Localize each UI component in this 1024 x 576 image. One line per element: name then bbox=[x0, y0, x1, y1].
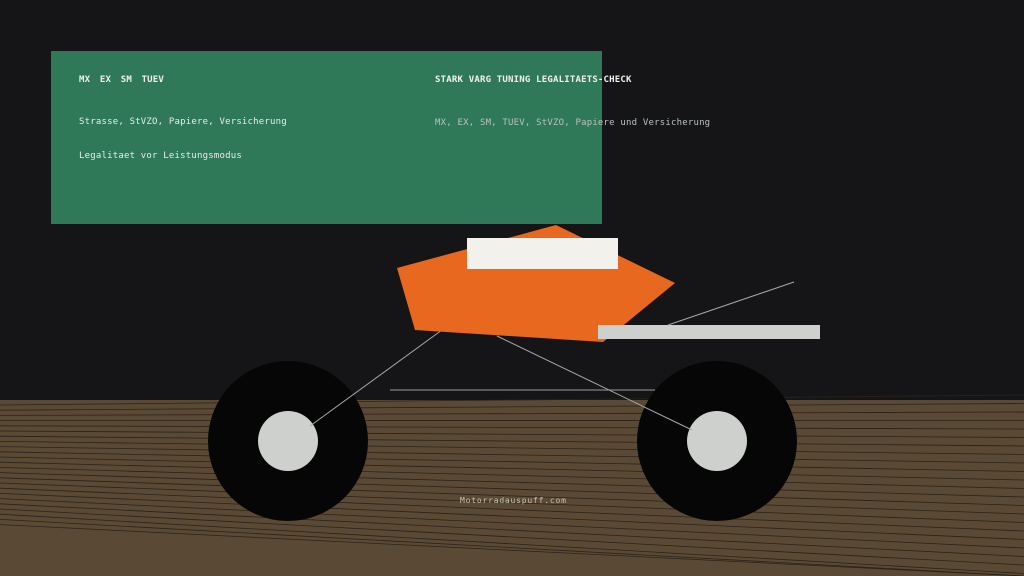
ground-stripe bbox=[0, 403, 1024, 411]
ground-stripe bbox=[0, 461, 1024, 489]
ground-stripe bbox=[0, 477, 1024, 515]
front-hub bbox=[687, 411, 747, 471]
ground-stripe bbox=[0, 513, 1024, 574]
ground-stripe bbox=[0, 467, 1024, 498]
ground-stripe bbox=[0, 435, 1024, 447]
ground-stripe bbox=[0, 519, 1024, 576]
ground-stripe bbox=[0, 451, 1024, 472]
ground-stripe bbox=[0, 411, 1024, 416]
page-title: STARK VARG TUNING LEGALITAETS-CHECK bbox=[435, 75, 632, 85]
page-subtitle: MX, EX, SM, TUEV, StVZO, Papiere und Ver… bbox=[435, 118, 711, 128]
ground-stripe bbox=[0, 482, 1024, 523]
ground-stripe bbox=[0, 503, 1024, 557]
ground-stripe bbox=[0, 524, 1024, 576]
ground-stripe bbox=[0, 446, 1024, 464]
ground-stripe bbox=[0, 456, 1024, 481]
topic-list: Strasse, StVZO, Papiere, Versicherung bbox=[79, 117, 287, 127]
ground-stripe bbox=[0, 430, 1024, 438]
ground-stripe bbox=[0, 425, 1024, 430]
ground-stripe bbox=[0, 394, 1024, 406]
ground-stripe bbox=[0, 508, 1024, 566]
seat-icon bbox=[467, 238, 618, 269]
ground-stripe bbox=[0, 498, 1024, 549]
fork-line bbox=[496, 335, 693, 431]
ground-stripe bbox=[0, 487, 1024, 532]
antenna-line bbox=[667, 281, 795, 326]
tail-bar-icon bbox=[598, 325, 820, 339]
front-wheel-icon bbox=[637, 361, 797, 521]
rear-wheel-icon bbox=[208, 361, 368, 521]
ground-stripe bbox=[0, 472, 1024, 506]
swingarm-line bbox=[309, 329, 443, 427]
rear-hub bbox=[258, 411, 318, 471]
priority-note: Legalitaet vor Leistungsmodus bbox=[79, 151, 242, 161]
ground-stripe bbox=[0, 441, 1024, 455]
ground-stripe bbox=[0, 493, 1024, 540]
site-watermark: Motorradauspuff.com bbox=[460, 496, 567, 505]
info-panel bbox=[51, 51, 602, 224]
tag-list: MX EX SM TUEV bbox=[79, 75, 165, 85]
ground-stripes bbox=[0, 394, 1024, 576]
